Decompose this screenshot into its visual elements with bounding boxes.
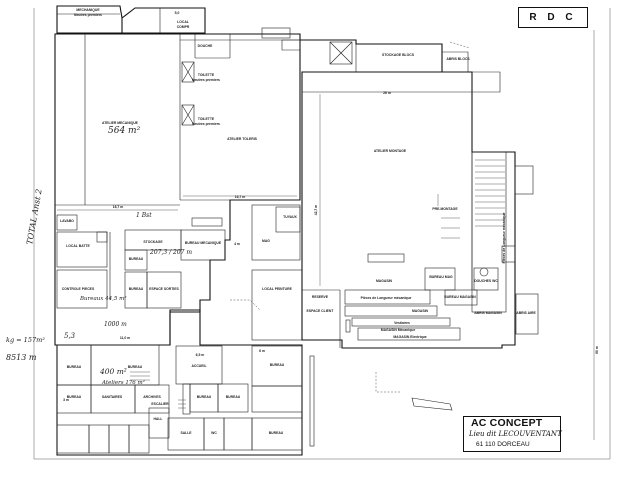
room-label: HALL bbox=[153, 417, 162, 421]
room-label: COMPR bbox=[177, 25, 190, 29]
staircase-east bbox=[475, 159, 505, 227]
dimension-label: 3 m bbox=[63, 398, 69, 402]
site-town: 61 110 DORCEAU bbox=[476, 441, 530, 448]
room-label: MAGASIN bbox=[412, 309, 429, 313]
handwritten-note: 400 m² bbox=[99, 367, 127, 376]
room-label: ABRIS AIRE bbox=[516, 311, 536, 315]
room-label: LAVABO bbox=[60, 219, 74, 223]
handwritten-note: kg = 157m² bbox=[6, 336, 45, 344]
site-annotations bbox=[230, 299, 453, 411]
handwritten-note: 1000 m bbox=[104, 321, 127, 328]
company-name: AC CONCEPT bbox=[471, 417, 543, 429]
room-label: DOUCHE bbox=[198, 44, 213, 48]
room-label: BUREAU bbox=[67, 365, 82, 369]
handwritten-note: 8513 m bbox=[6, 353, 37, 362]
room-label: PRE-MONTAGE bbox=[432, 207, 458, 211]
room-label: BUREAU bbox=[197, 395, 212, 399]
room-label: Pièces de Longueur mécanique bbox=[361, 296, 412, 300]
annex-top-left bbox=[56, 5, 206, 34]
handwritten-note: 207,3 / 207 m bbox=[149, 249, 192, 256]
dimension-label: 5,0 bbox=[175, 11, 180, 15]
handwritten-note: 1 Bst bbox=[136, 212, 152, 219]
dimension-label: 60 m bbox=[595, 346, 599, 354]
room-label: BUREAU bbox=[269, 431, 284, 435]
room-label: ACCUEIL bbox=[191, 364, 206, 368]
room-label: BUREAU bbox=[128, 365, 143, 369]
room-label: MAG bbox=[262, 239, 270, 243]
room-label: TOILETTE bbox=[198, 117, 215, 121]
annex-north-east bbox=[261, 27, 501, 93]
room-label: ESPACE SORTIES bbox=[149, 287, 179, 291]
room-label: Neutres premiers bbox=[74, 13, 102, 17]
room-label: TOILETTE bbox=[198, 73, 215, 77]
room-label: ABRIS BLOCS bbox=[446, 57, 470, 61]
dimension-label: 11,0 m bbox=[120, 336, 130, 340]
handwritten-note: 5,3 bbox=[64, 332, 76, 340]
room-label: MAGASIN Electrique bbox=[393, 335, 426, 339]
room-label: WC bbox=[211, 431, 217, 435]
room-label: MECHANIQUE bbox=[76, 8, 100, 12]
room-label: ABRIS MAGASIN bbox=[474, 311, 502, 315]
dimension-label: 6,5 m bbox=[196, 353, 205, 357]
site-address: Lieu dit LECOUVENTANT bbox=[469, 430, 562, 438]
dimension-label: 16,7 m bbox=[235, 195, 246, 199]
south-staircase bbox=[130, 371, 186, 409]
room-label: STOCKAGE bbox=[143, 240, 163, 244]
room-label: ATELIER MONTAGE bbox=[374, 149, 407, 153]
room-label: BUREAU bbox=[67, 395, 82, 399]
room-label: ESPACE CLIENT bbox=[307, 309, 335, 313]
room-label: LOCAL bbox=[177, 20, 189, 24]
level-label: R D C bbox=[529, 12, 577, 23]
room-label: DOUCHES WC bbox=[474, 279, 498, 283]
room-label: Neutres premiers bbox=[192, 78, 220, 82]
room-label: MAGASIN Mécanique bbox=[381, 328, 416, 332]
room-label: SANITAIRES bbox=[102, 395, 123, 399]
dimension-label: 6 m bbox=[259, 349, 265, 353]
handwritten-note: TOTAL Anst 2 bbox=[25, 188, 44, 245]
west-lower-rooms bbox=[56, 204, 303, 341]
room-label: ATELIER TOLERIS bbox=[227, 137, 258, 141]
title-block: AC CONCEPT Lieu dit LECOUVENTANT 61 110 … bbox=[463, 416, 562, 452]
room-label: ESCALIER bbox=[151, 402, 169, 406]
dimension-label: 26 m bbox=[383, 91, 391, 95]
handwritten-note: 564 m² bbox=[108, 126, 141, 136]
room-label: Vestiaires bbox=[394, 321, 410, 325]
dimension-label: 4 m bbox=[234, 242, 240, 246]
room-label: LOCAL BATTE bbox=[66, 244, 90, 248]
room-label: Neutres premiers bbox=[192, 122, 220, 126]
room-label: BUREAU MAGASIN bbox=[444, 295, 476, 299]
handwritten-note: Ateliers 176 m² bbox=[101, 379, 145, 386]
room-label: BUREAU MAG bbox=[429, 275, 453, 279]
room-label: RESERVE bbox=[312, 295, 329, 299]
room-label: ATELIER MECANIQUE bbox=[102, 121, 139, 125]
room-label: BUREAU MECANIQUE bbox=[185, 241, 222, 245]
room-label: SALLE bbox=[180, 431, 192, 435]
handwritten-note: Bureaux 44,5 m² bbox=[79, 295, 127, 302]
room-label: BUREAU bbox=[129, 257, 144, 261]
room-label: BUREAU bbox=[226, 395, 241, 399]
room-label: LOCAL PEINTURE bbox=[262, 287, 292, 291]
room-label: BUREAU bbox=[129, 287, 144, 291]
room-label: MAGASIN bbox=[376, 279, 393, 283]
room-label: Pièces de Longueur mécanique bbox=[502, 212, 506, 263]
level-label-box: R D C bbox=[518, 7, 588, 28]
building-south-offices bbox=[56, 309, 315, 456]
room-label: TUYAUX bbox=[283, 215, 297, 219]
room-label: CONTROLE PIECES bbox=[62, 287, 95, 291]
room-label: BUREAU bbox=[270, 363, 285, 367]
room-label: ARCHIVES bbox=[143, 395, 161, 399]
building-east-block bbox=[301, 71, 539, 349]
dimension-label: 42,7 m bbox=[314, 205, 318, 216]
room-label: STOCKAGE BLOCS bbox=[382, 53, 415, 57]
dimension-label: 16,7 m bbox=[113, 205, 124, 209]
